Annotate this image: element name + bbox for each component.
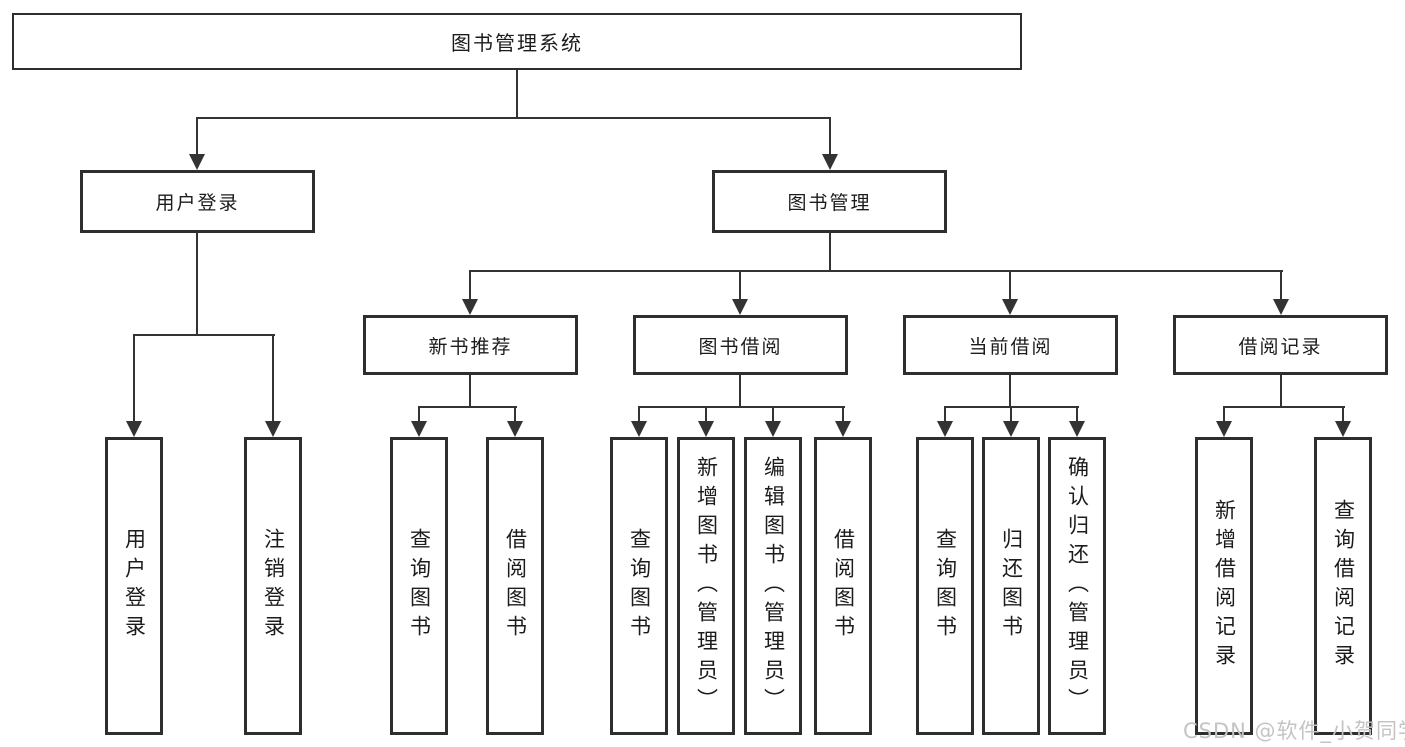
arrow-borrow-add [698,406,714,437]
leaf-borrow-add-admin: 新增图书（管理员） [677,437,735,735]
node-book-mgmt: 图书管理 [712,170,947,233]
node-label: 借阅记录 [1238,335,1323,358]
leaf-borrow-borrow: 借阅图书 [814,437,872,735]
connector-record-branch [1223,406,1345,408]
node-label: 新增借阅记录 [1212,499,1237,673]
node-label: 新书推荐 [428,335,513,358]
arrow-current-return [1003,406,1019,437]
node-label: 新增图书（管理员） [694,455,719,717]
arrow-to-borrow-record [1273,270,1289,315]
node-library-system: 图书管理系统 [12,13,1022,70]
node-label: 用户登录 [155,192,240,214]
node-label: 编辑图书（管理员） [761,455,786,717]
arrow-to-book-mgmt [822,117,838,170]
arrow-current-query [937,406,953,437]
leaf-newbook-query: 查询图书 [390,437,448,735]
arrow-to-leaf-login [126,334,142,437]
connector-root-branch [196,117,831,119]
arrow-borrow-query [631,406,647,437]
arrow-record-add [1216,406,1232,437]
leaf-logout: 注销登录 [244,437,302,735]
arrow-newbook-query [411,406,427,437]
connector-borrow-trunk [739,375,741,407]
connector-current-trunk [1009,375,1011,407]
node-new-book-recommend: 新书推荐 [363,315,578,375]
connector-mgmt-branch [469,270,1283,272]
leaf-current-query: 查询图书 [916,437,974,735]
leaf-newbook-borrow: 借阅图书 [486,437,544,735]
leaf-borrow-query: 查询图书 [610,437,668,735]
csdn-watermark: CSDN @软件_小贺同学 [1183,719,1405,743]
arrow-to-leaf-logout [265,334,281,437]
node-label: 查询图书 [627,528,652,644]
connector-root-trunk [516,70,518,118]
arrow-to-user-login [189,117,205,170]
node-label: 确认归还（管理员） [1065,455,1090,717]
node-label: 查询借阅记录 [1331,499,1356,673]
node-label: 注销登录 [261,528,286,644]
node-label: 图书管理系统 [451,31,583,55]
connector-newbook-branch [418,406,517,408]
connector-borrow-branch [638,406,845,408]
node-label: 借阅图书 [831,528,856,644]
node-label: 查询图书 [933,528,958,644]
connector-user-trunk [196,233,198,335]
node-user-login: 用户登录 [80,170,315,233]
arrow-borrow-borrow [835,406,851,437]
leaf-record-add: 新增借阅记录 [1195,437,1253,735]
node-label: 当前借阅 [968,335,1053,358]
connector-record-trunk [1280,375,1282,407]
connector-newbook-trunk [469,375,471,407]
node-book-borrow: 图书借阅 [633,315,848,375]
node-label: 查询图书 [407,528,432,644]
node-label: 图书借阅 [698,335,783,358]
arrow-newbook-borrow [507,406,523,437]
connector-user-branch [133,334,275,336]
arrow-to-book-borrow [732,270,748,315]
node-borrow-record: 借阅记录 [1173,315,1388,375]
connector-mgmt-trunk [829,233,831,271]
arrow-to-new-book [462,270,478,315]
leaf-user-login: 用户登录 [105,437,163,735]
node-label: 归还图书 [999,528,1024,644]
arrow-to-current-borrow [1002,270,1018,315]
node-label: 图书管理 [787,192,872,214]
leaf-current-return: 归还图书 [982,437,1040,735]
arrow-borrow-edit [765,406,781,437]
node-label: 借阅图书 [503,528,528,644]
node-label: 用户登录 [122,528,147,644]
arrow-current-confirm [1069,406,1085,437]
leaf-record-query: 查询借阅记录 [1314,437,1372,735]
leaf-current-confirm-admin: 确认归还（管理员） [1048,437,1106,735]
arrow-record-query [1335,406,1351,437]
node-current-borrow: 当前借阅 [903,315,1118,375]
leaf-borrow-edit-admin: 编辑图书（管理员） [744,437,802,735]
